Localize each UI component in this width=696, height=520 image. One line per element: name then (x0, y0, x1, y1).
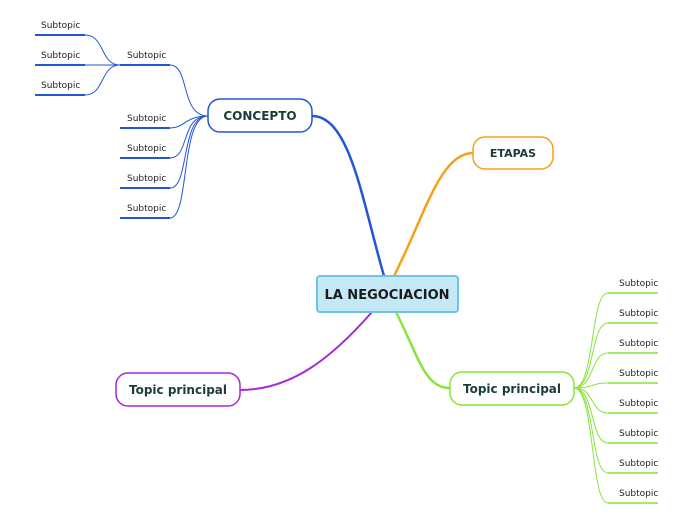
topic-label: ETAPAS (490, 147, 536, 160)
subtopic-label: Subtopic (41, 81, 80, 91)
subtopic-label: Subtopic (127, 51, 166, 61)
link-concepto-sub-3 (169, 115, 209, 189)
subtopic-label: Subtopic (619, 489, 658, 499)
link-concepto-sub-0 (169, 64, 209, 117)
subtopic-node[interactable]: Subtopic (120, 51, 170, 66)
concepto-subtopics: Subtopic Subtopic Subtopic Subtopic Subt… (120, 51, 170, 219)
subtopic-label: Subtopic (127, 174, 166, 184)
subtopic-label: Subtopic (619, 339, 658, 349)
topic-node-etapas[interactable]: ETAPAS (472, 136, 554, 170)
link-right-sub-1 (573, 322, 609, 389)
link-central-etapas (392, 151, 474, 277)
subtopic-label: Subtopic (619, 429, 658, 439)
subtopic-node[interactable]: Subtopic (608, 279, 658, 294)
topic-box (115, 372, 241, 407)
link-right-sub-3 (573, 382, 609, 389)
subtopic-node[interactable]: Subtopic (608, 309, 658, 324)
link-central-topic-left (239, 311, 373, 391)
subtopic-label: Subtopic (619, 459, 658, 469)
subtopic-label: Subtopic (619, 309, 658, 319)
central-label: LA NEGOCIACION (324, 288, 449, 303)
link-right-sub-6 (573, 387, 609, 474)
subtopic-node[interactable]: Subtopic (35, 51, 85, 66)
subtopic-node[interactable]: Subtopic (120, 174, 170, 189)
subtopic-label: Subtopic (127, 114, 166, 124)
subtopic-node[interactable]: Subtopic (120, 144, 170, 159)
topic-node-left[interactable]: Topic principal (115, 372, 241, 407)
link-right-sub-5 (573, 387, 609, 444)
link-central-topic-right (394, 311, 451, 390)
topic-box (449, 371, 575, 406)
subtopic-node[interactable]: Subtopic (35, 81, 85, 96)
link-right-sub-4 (573, 387, 609, 414)
topic-node-right[interactable]: Topic principal (449, 371, 575, 406)
subtopic-node[interactable]: Subtopic (608, 489, 658, 504)
link-concepto-sub-4 (169, 115, 209, 219)
topic-label: Topic principal (463, 382, 561, 396)
right-topic-subtopics: Subtopic Subtopic Subtopic Subtopic Subt… (608, 279, 658, 504)
subtopic-label: Subtopic (619, 399, 658, 409)
subtopic-label: Subtopic (619, 279, 658, 289)
subtopic-label: Subtopic (41, 21, 80, 31)
subtopic-node[interactable]: Subtopic (608, 429, 658, 444)
link-nested-sub-0 (84, 34, 121, 66)
topic-box (207, 98, 313, 133)
topic-box (472, 136, 554, 170)
subtopic-node[interactable]: Subtopic (120, 204, 170, 219)
nested-subtopics: Subtopic Subtopic Subtopic (35, 21, 85, 96)
subtopic-label: Subtopic (127, 204, 166, 214)
subtopic-label: Subtopic (619, 369, 658, 379)
topic-label: Topic principal (129, 383, 227, 397)
subtopic-node[interactable]: Subtopic (608, 399, 658, 414)
link-concepto-sub-2 (169, 115, 209, 159)
topic-node-concepto[interactable]: CONCEPTO (207, 98, 313, 133)
link-right-sub-2 (573, 352, 609, 389)
topic-label: CONCEPTO (223, 109, 296, 123)
subtopic-node[interactable]: Subtopic (608, 459, 658, 474)
subtopic-label: Subtopic (41, 51, 80, 61)
subtopic-node[interactable]: Subtopic (35, 21, 85, 36)
subtopic-node[interactable]: Subtopic (608, 369, 658, 384)
link-nested-sub-2 (84, 64, 121, 96)
link-right-sub-7 (573, 387, 609, 504)
connector-layer (84, 34, 609, 504)
subtopic-node[interactable]: Subtopic (608, 339, 658, 354)
central-box (316, 275, 459, 313)
subtopic-node[interactable]: Subtopic (120, 114, 170, 129)
central-node[interactable]: LA NEGOCIACION (316, 275, 459, 313)
link-central-concepto (311, 114, 386, 277)
subtopic-label: Subtopic (127, 144, 166, 154)
link-right-sub-0 (573, 292, 609, 389)
